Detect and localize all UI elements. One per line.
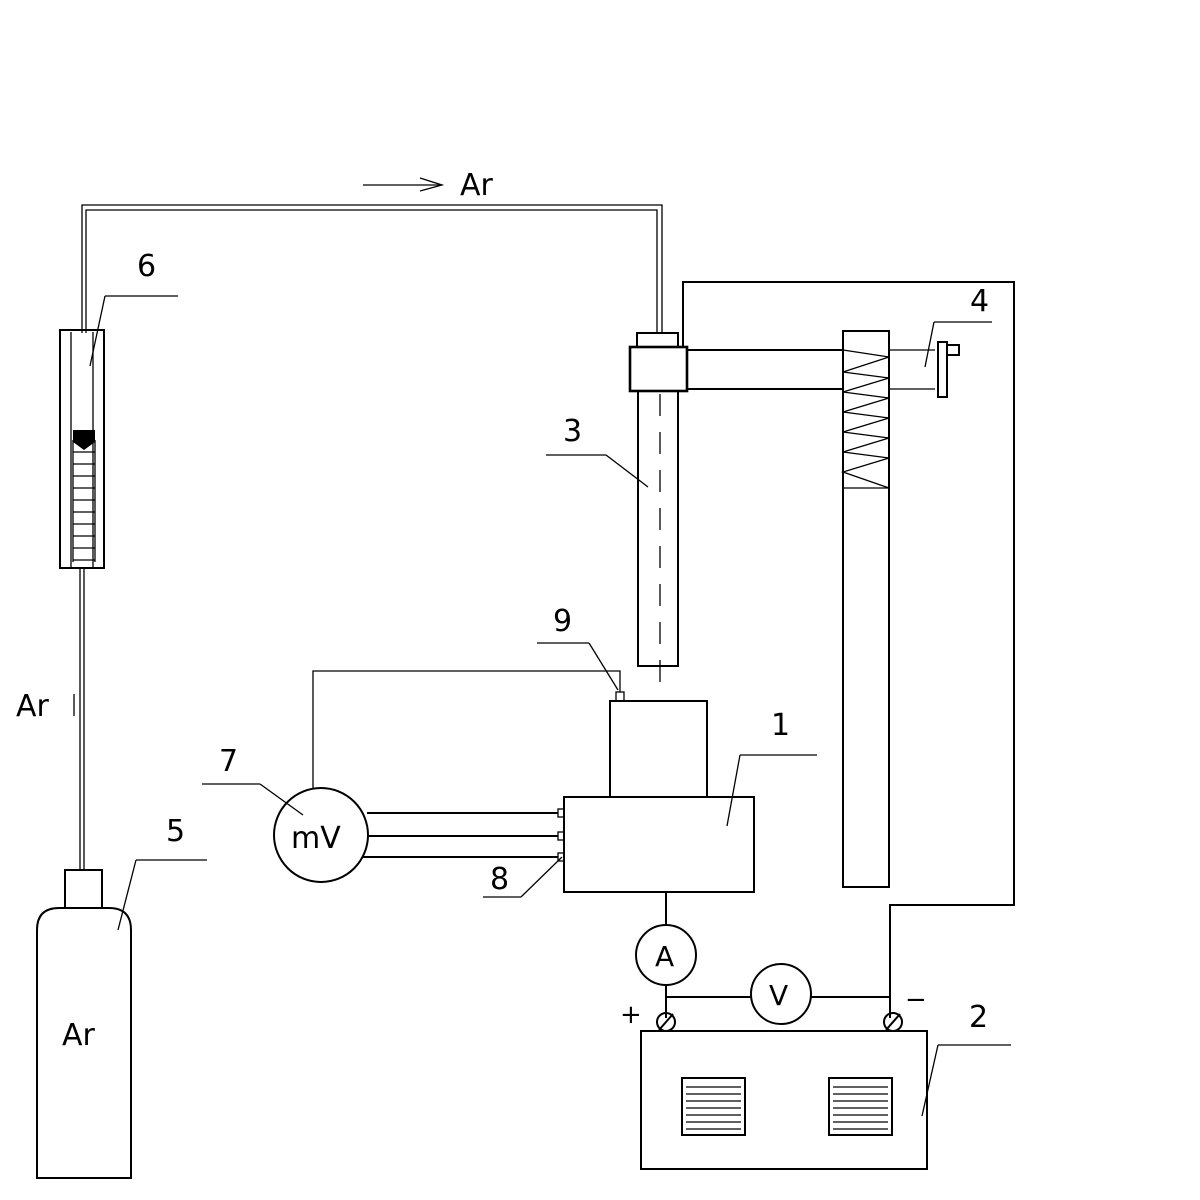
positive-sign: +: [620, 1000, 642, 1030]
callout-3: 3: [563, 414, 582, 449]
callout-8: 8: [490, 862, 509, 897]
flowmeter-float-icon: [73, 430, 95, 450]
supply-vent-right: [828, 1077, 893, 1136]
lifting-column: [840, 330, 960, 888]
argon-cylinder: [36, 869, 132, 1179]
callout-7: 7: [219, 744, 238, 779]
millivoltmeter: [273, 787, 565, 883]
cylinder-label: Ar: [62, 1018, 96, 1053]
negative-terminal-icon: [883, 1012, 903, 1032]
voltmeter-label: V: [769, 979, 788, 1012]
flowmeter: [59, 329, 105, 569]
callout-2: 2: [969, 1000, 988, 1035]
callout-4: 4: [970, 284, 989, 319]
voltmeter-icon: [750, 963, 812, 1025]
callout-1: 1: [771, 708, 790, 743]
cylinder-feed-pipe: [79, 568, 85, 870]
callout-9: 9: [553, 604, 572, 639]
millivoltmeter-label: mV: [291, 821, 341, 856]
argon-flow-arrow: [363, 177, 445, 192]
electrolytic-cell: [563, 691, 755, 893]
return-wire: [682, 281, 1015, 1018]
thermocouple-wire: [312, 670, 621, 788]
positive-terminal-icon: [656, 1012, 676, 1032]
negative-sign: −: [905, 985, 927, 1015]
callout-5: 5: [166, 814, 185, 849]
power-supply: [640, 1012, 928, 1170]
argon-flow-label: Ar: [460, 168, 494, 203]
electrode-holder: [628, 332, 843, 690]
callout-6: 6: [137, 249, 156, 284]
callout-leaders: [89, 295, 1011, 1117]
ammeter-label: A: [655, 940, 674, 973]
supply-vent-left: [681, 1077, 746, 1136]
argon-gas-line: [81, 204, 663, 333]
flowmeter-scale: [72, 440, 96, 562]
argon-inlet-label: Ar: [16, 689, 50, 724]
